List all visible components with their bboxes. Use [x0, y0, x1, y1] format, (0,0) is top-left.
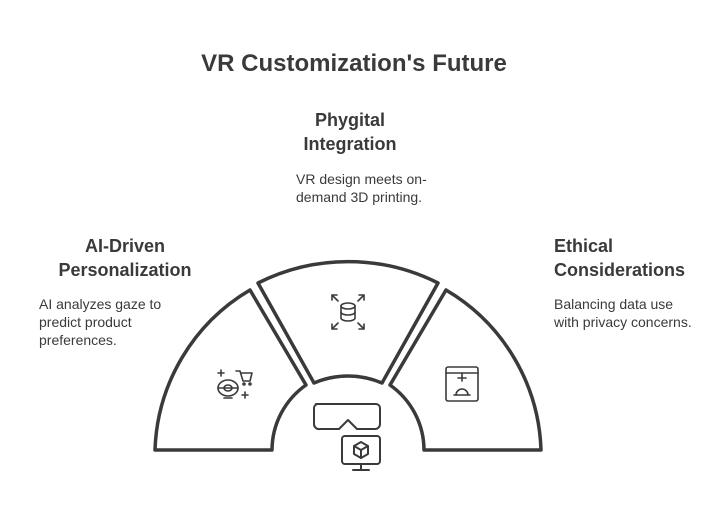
- diagram-title: VR Customization's Future: [201, 50, 507, 77]
- ai-personalization-segment: [153, 288, 308, 452]
- ethical-considerations-description: Balancing data use with privacy concerns…: [554, 296, 692, 330]
- 3d-printer-icon: [445, 366, 479, 402]
- database-expand-icon: [331, 294, 365, 330]
- monitor-cube-icon: [341, 435, 381, 471]
- ai-personalization-description: AI analyzes gaze to predict product pref…: [39, 296, 162, 348]
- ethical-considerations-segment: [388, 288, 543, 452]
- phygital-integration-heading: Phygital Integration: [303, 110, 397, 154]
- phygital-integration-segment: [256, 259, 440, 385]
- vr-headset-icon: [313, 403, 381, 431]
- ethical-considerations-heading: Ethical Considerations: [554, 236, 686, 280]
- ai-gaze-cart-icon: [217, 369, 253, 399]
- ai-personalization-heading: AI-Driven Personalization: [58, 236, 192, 280]
- phygital-integration-description: VR design meets on-demand 3D printing.: [296, 171, 427, 205]
